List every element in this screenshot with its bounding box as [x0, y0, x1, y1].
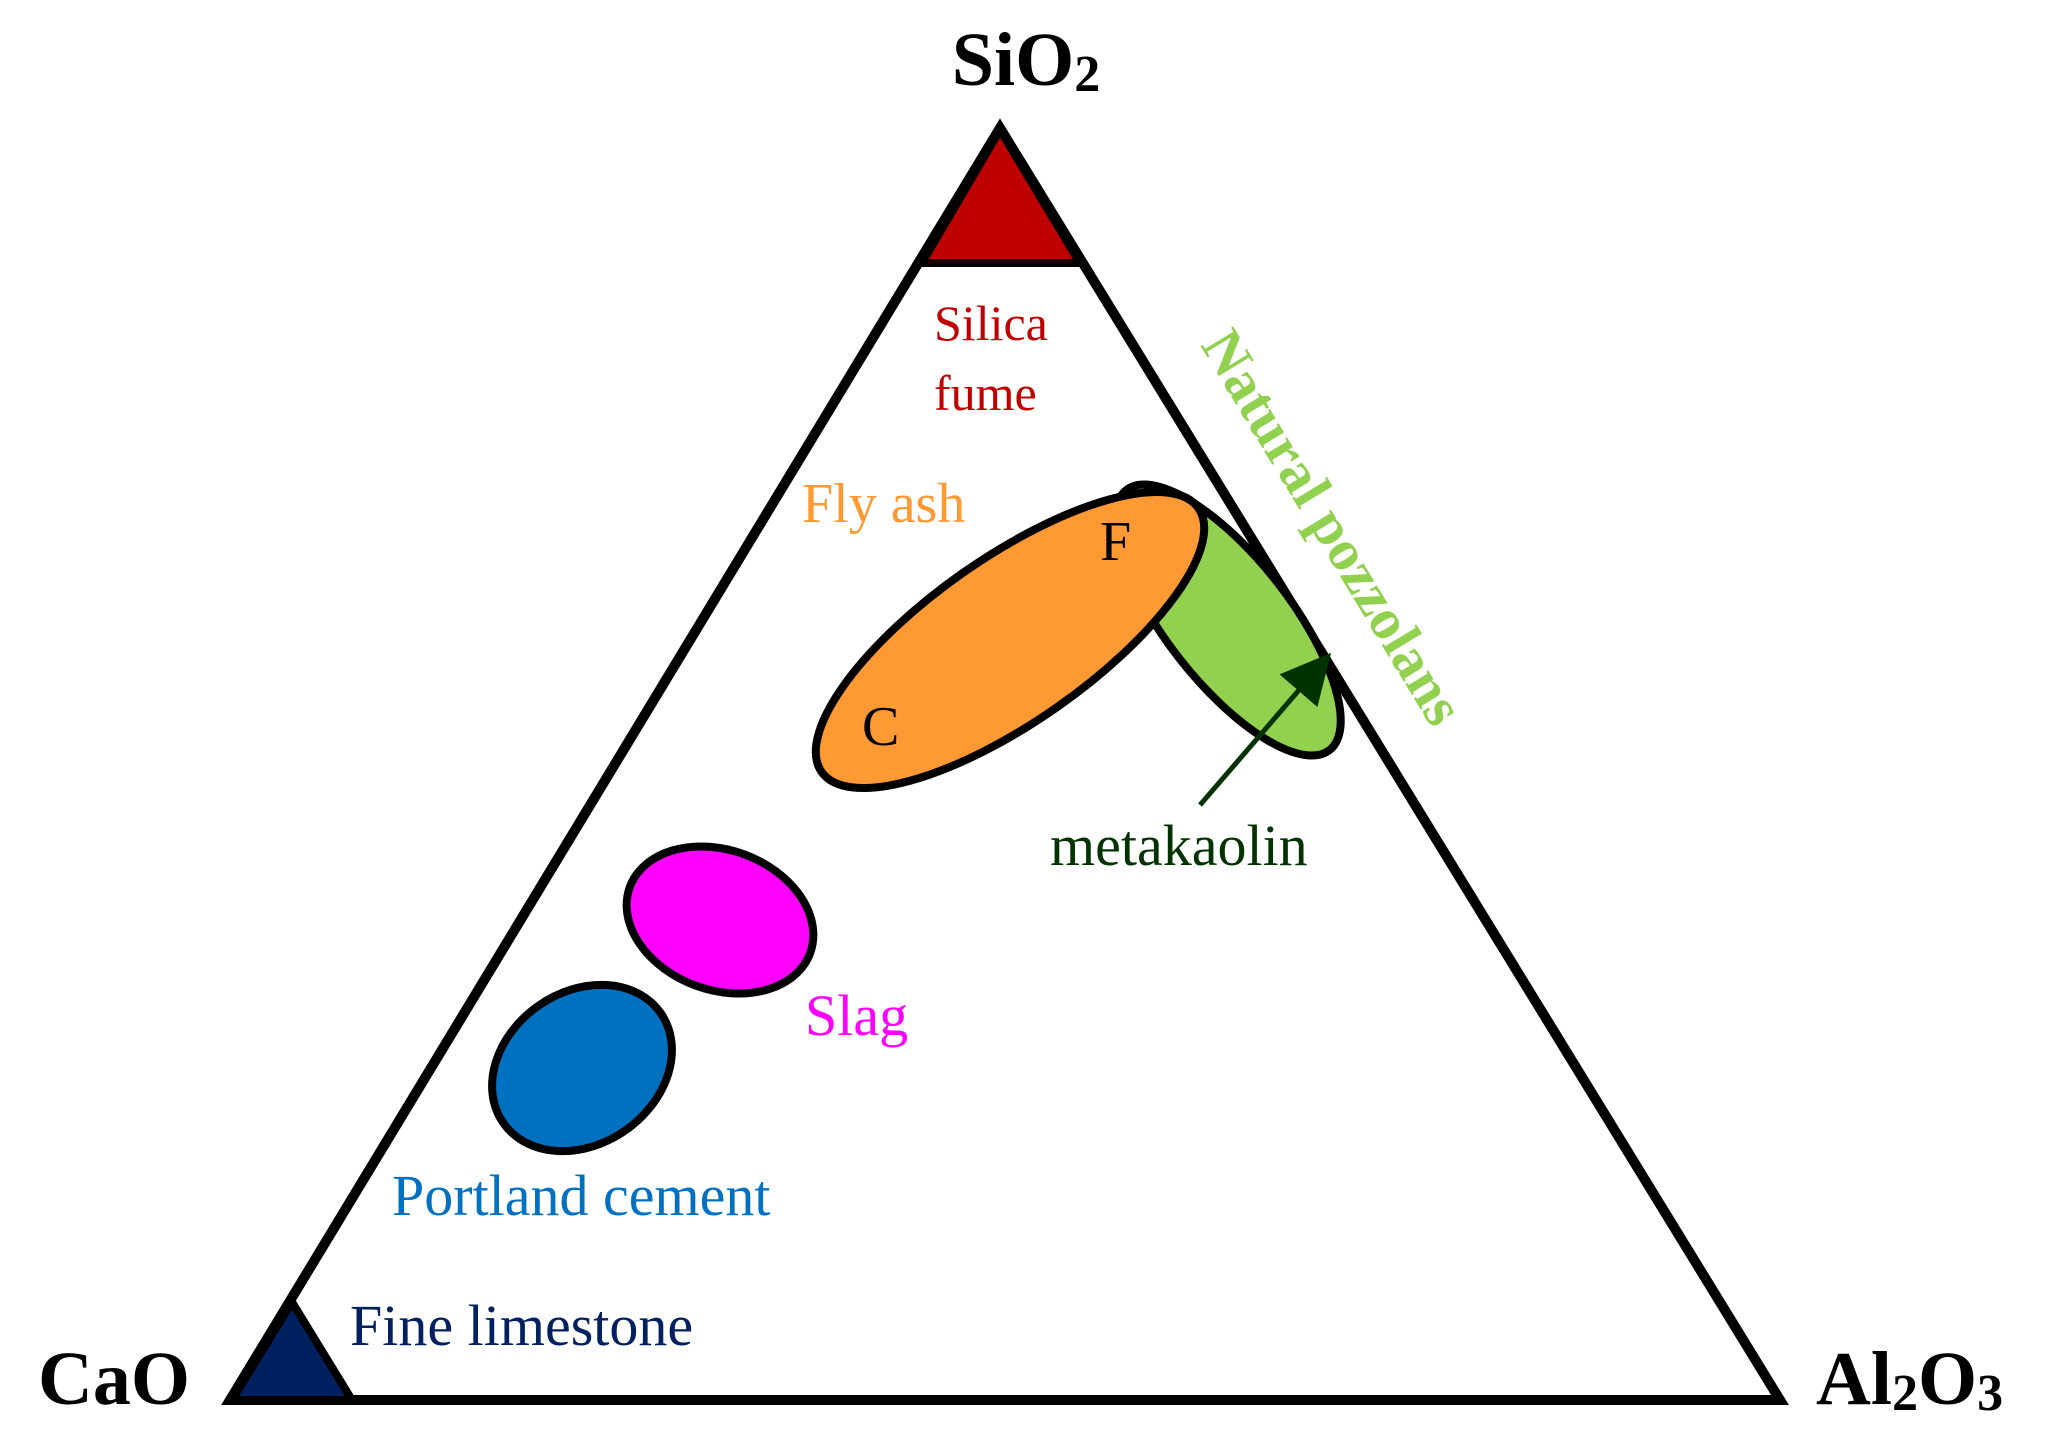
vertex-al2o3-sub1: 2 [1892, 1365, 1918, 1422]
fly-ash-label: Fly ash [802, 473, 965, 535]
silica-fume-marker [915, 122, 1088, 267]
portland-cement-region [488, 980, 676, 1156]
fly-ash-class-f-label: F [1100, 511, 1131, 573]
slag-region [622, 842, 818, 998]
fly-ash-class-c-label: C [862, 696, 899, 758]
vertex-label-sio2: SiO2 [952, 18, 1101, 103]
vertex-sio2-sub: 2 [1074, 46, 1100, 103]
fine-limestone-label: Fine limestone [350, 1293, 693, 1358]
portland-cement-label: Portland cement [392, 1163, 771, 1228]
slag-label: Slag [805, 983, 908, 1048]
metakaolin-arrow [1198, 652, 1332, 807]
metakaolin-label: metakaolin [1050, 813, 1308, 878]
fine-limestone-marker [224, 1294, 360, 1404]
vertex-al2o3-sub2: 3 [1977, 1365, 2003, 1422]
vertex-al2o3-mid: O [1918, 1337, 1977, 1421]
vertex-label-cao: CaO [38, 1337, 190, 1421]
fly-ash-region [811, 487, 1209, 793]
vertex-al2o3-pre: Al [1816, 1337, 1892, 1421]
silica-fume-label-line2: fume [934, 365, 1037, 421]
vertex-label-al2o3: Al2O3 [1816, 1337, 2003, 1422]
silica-fume-label-line1: Silica [934, 295, 1048, 351]
vertex-sio2-base: SiO [952, 18, 1075, 102]
